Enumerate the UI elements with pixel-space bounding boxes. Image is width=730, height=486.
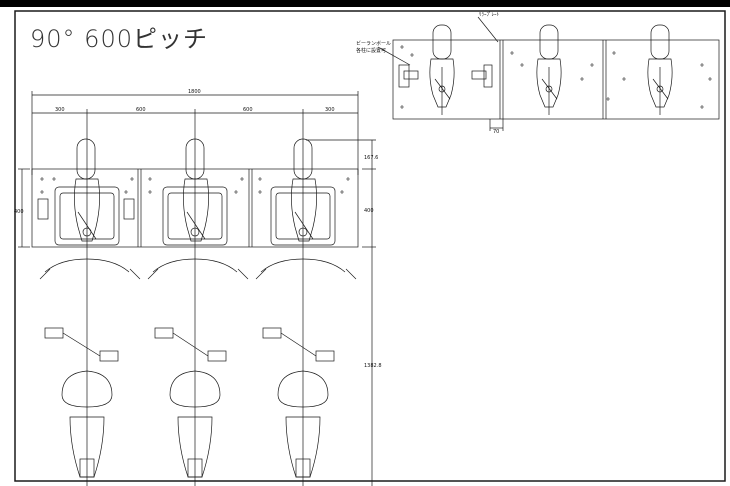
drawing-sheet: 90° 600ピッチ xyxy=(0,7,730,486)
dim-right-top: 167.6 xyxy=(364,155,378,161)
callout-top: ﾘﾗｰﾌﾟﾚｰﾄ xyxy=(479,11,500,18)
dim-detail-gap: 70 xyxy=(493,129,499,135)
dim-seg-b: 600 xyxy=(136,107,146,113)
bike-3 xyxy=(255,138,357,486)
dim-left-mid: 400 xyxy=(14,209,24,215)
detail-holder-3 xyxy=(647,24,673,115)
window-title-bar xyxy=(0,0,730,7)
dim-right-long: 1382.8 xyxy=(364,363,382,369)
detail-panel xyxy=(392,39,720,120)
dim-seg-a: 300 xyxy=(55,107,65,113)
drawing-title: 90° 600ピッチ xyxy=(30,25,208,53)
bike-1 xyxy=(39,138,141,486)
sheet-border xyxy=(14,10,726,482)
dim-right-mid: 400 xyxy=(364,208,374,214)
detail-holder-2 xyxy=(536,24,562,115)
dim-seg-c: 600 xyxy=(243,107,253,113)
detail-holder-1 xyxy=(429,24,455,115)
dim-seg-d: 300 xyxy=(325,107,335,113)
callout-left-2: 各柱に設置可 xyxy=(356,47,386,54)
callout-left-1: ビーランボール xyxy=(356,40,391,47)
technical-drawing: 1800 300 600 600 300 167.6 400 400 1382.… xyxy=(14,10,726,486)
bike-2 xyxy=(147,138,249,486)
dim-overall: 1800 xyxy=(188,89,201,95)
